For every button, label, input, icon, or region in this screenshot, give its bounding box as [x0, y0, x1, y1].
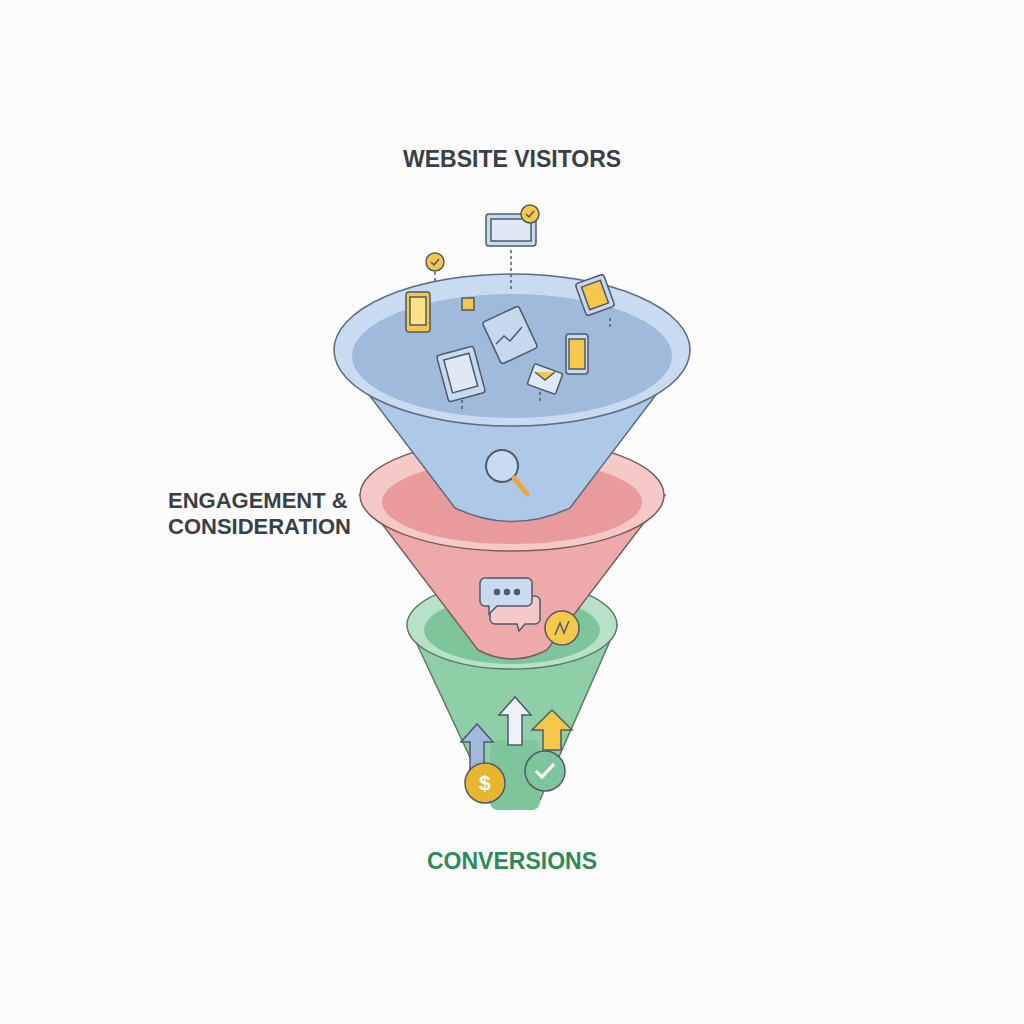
stage-label: ENGAGEMENT & CONSIDERATION: [168, 488, 383, 541]
coin-symbol: $: [479, 770, 491, 795]
magnifier-icon: [486, 450, 527, 494]
growth-icons: [461, 697, 572, 810]
stage-label: CONVERSIONS: [427, 848, 597, 876]
stage-title: WEBSITE VISITORS: [403, 146, 621, 174]
device-icons: [406, 205, 615, 412]
chat-icon: [480, 578, 579, 645]
visitor-funnel: [334, 274, 690, 522]
engagement-funnel: [360, 439, 665, 659]
